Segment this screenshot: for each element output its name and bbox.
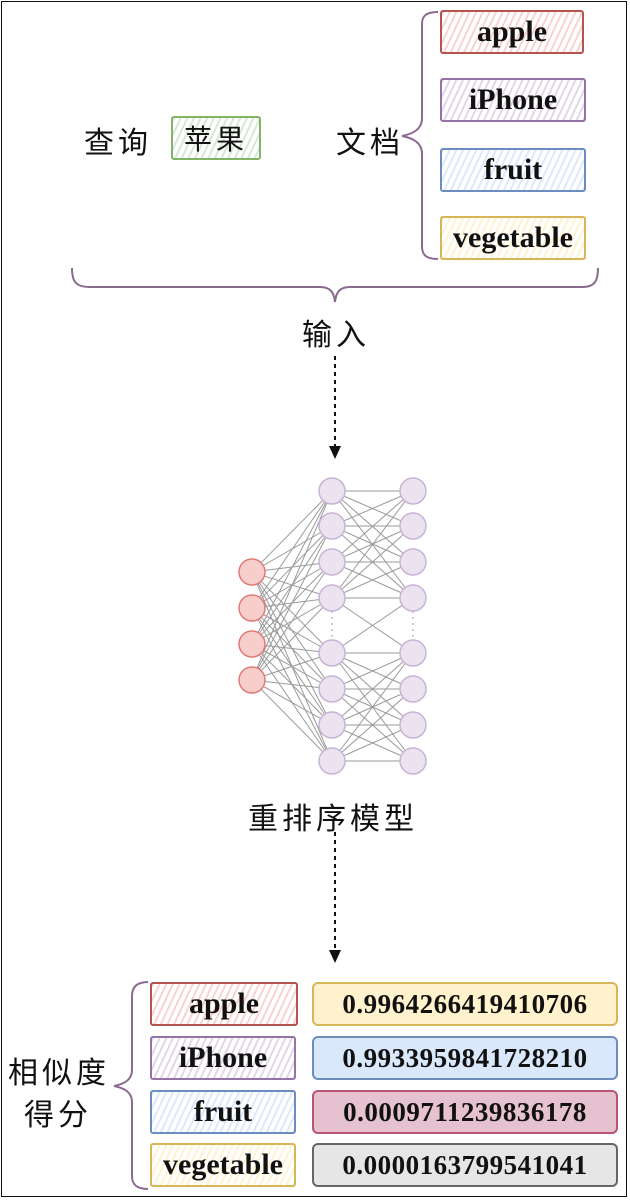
network-edge [331, 490, 414, 527]
input-node [238, 594, 266, 622]
network-edge [251, 607, 333, 654]
doc-box-apple: apple [440, 10, 584, 54]
doc-box-vegetable: vegetable [440, 216, 586, 260]
network-edge [251, 490, 333, 681]
network-edge [251, 571, 333, 654]
input-node [238, 666, 266, 694]
hidden-node [318, 512, 346, 540]
score-apple: 0.9964266419410706 [312, 982, 618, 1026]
network-edge [251, 679, 333, 726]
score-label-line2: 得分 [24, 1098, 92, 1133]
output-node [399, 477, 427, 505]
network-edge [251, 652, 333, 681]
neural-network [238, 477, 427, 775]
output-node [399, 639, 427, 667]
network-edge [251, 525, 333, 681]
output-node [399, 548, 427, 576]
score-label-line1: 相似度 [8, 1056, 110, 1091]
input-node [238, 630, 266, 658]
hidden-node [318, 548, 346, 576]
documents-label: 文档 [336, 126, 404, 161]
query-term-box: 苹果 [171, 116, 261, 160]
network-edge [251, 490, 333, 573]
score-iphone: 0.9933959841728210 [312, 1036, 618, 1080]
network-edge [251, 679, 333, 762]
score-vegetable: 0.0000163799541041 [312, 1143, 618, 1187]
network-edge [251, 561, 333, 681]
result-doc-fruit: fruit [150, 1090, 296, 1134]
hidden-node [318, 675, 346, 703]
hidden-node [318, 747, 346, 775]
input-node [238, 558, 266, 586]
network-edge [331, 652, 414, 726]
results-brace [113, 981, 149, 1190]
network-edge [331, 597, 414, 654]
hidden-node [318, 477, 346, 505]
network-edge [331, 490, 414, 599]
network-edge [251, 490, 333, 645]
output-node [399, 675, 427, 703]
hidden-node [318, 711, 346, 739]
network-edge [331, 525, 414, 599]
model-label: 重排序模型 [248, 802, 418, 837]
hidden-node [318, 639, 346, 667]
documents-brace [401, 11, 439, 260]
doc-box-fruit: fruit [440, 148, 586, 192]
network-edge [331, 652, 414, 690]
network-edge [251, 597, 333, 681]
result-doc-apple: apple [150, 982, 298, 1026]
output-node [399, 584, 427, 612]
query-label: 查询 [84, 126, 152, 161]
input-arrow-head [329, 446, 341, 459]
input-label: 输入 [302, 318, 370, 353]
network-edge [331, 561, 414, 599]
network-edge [251, 490, 333, 609]
network-edge [331, 652, 414, 762]
network-edge [331, 724, 414, 762]
output-node [399, 711, 427, 739]
output-node [399, 747, 427, 775]
input-brace [71, 267, 599, 303]
network-edge [331, 688, 414, 762]
hidden-node [318, 584, 346, 612]
network-edge [331, 490, 414, 563]
model-arrow-head [329, 950, 341, 963]
output-node [399, 512, 427, 540]
result-doc-vegetable: vegetable [150, 1143, 296, 1187]
result-doc-iphone: iPhone [150, 1036, 296, 1080]
doc-box-iphone: iPhone [440, 78, 586, 122]
score-fruit: 0.0009711239836178 [312, 1090, 618, 1134]
